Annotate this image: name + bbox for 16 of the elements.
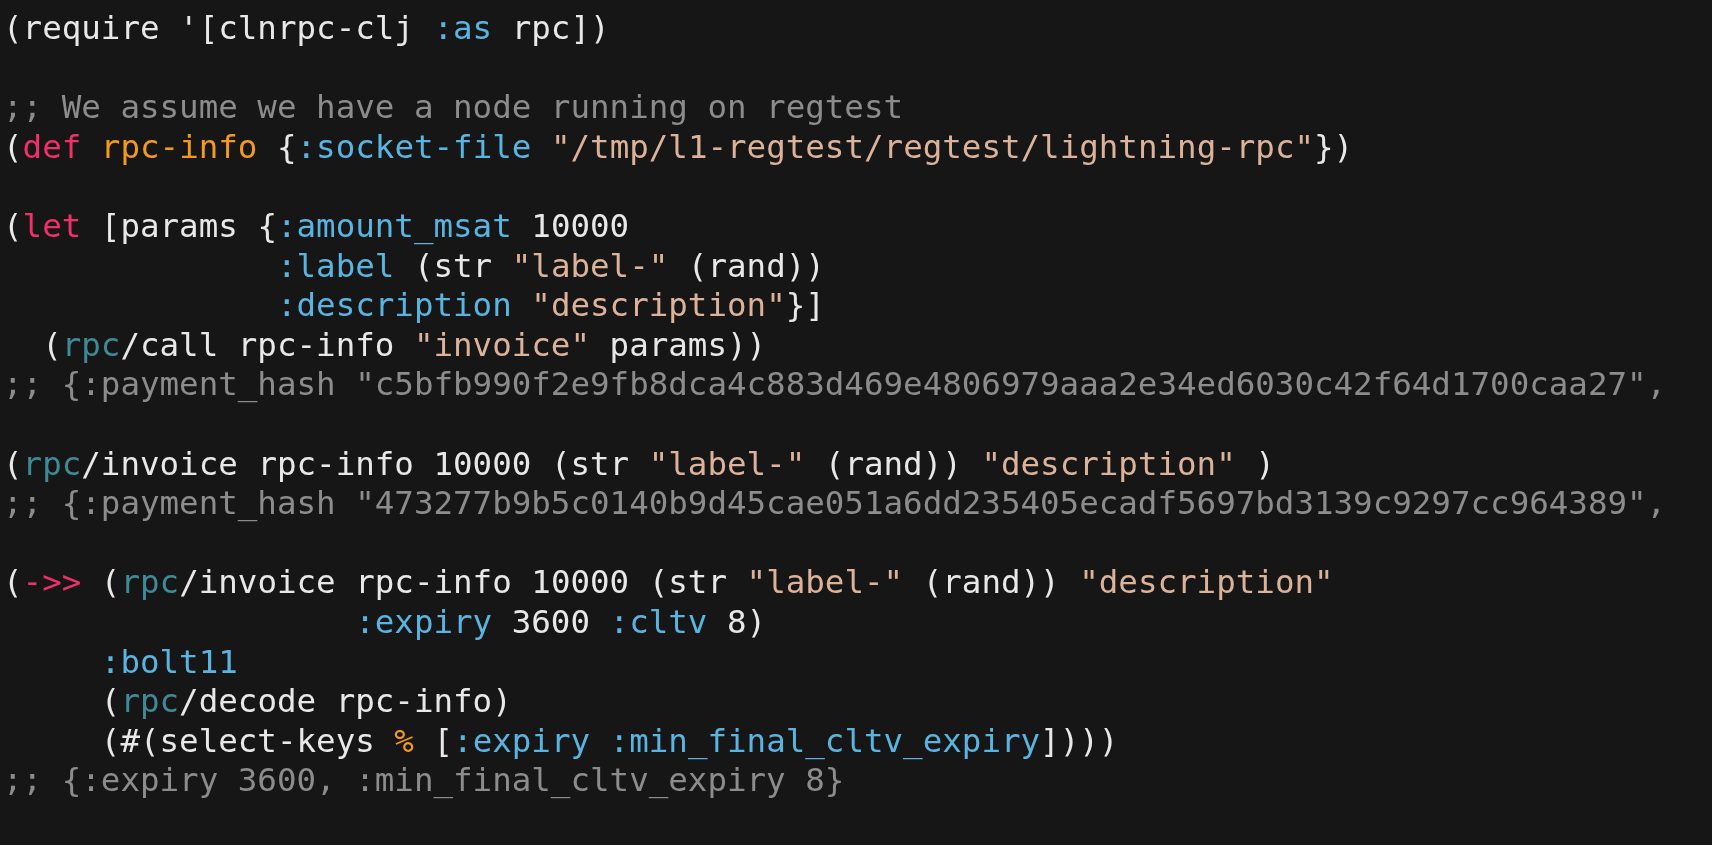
code-comment: ;; {:expiry 3600, :min_final_cltv_expiry 8} <box>3 761 845 800</box>
code-comment: ;; {:payment_hash "473277b9b5c0140b9d45cae051a6dd235405ecadf5697bd3139c9297cc964389", <box>3 484 1667 523</box>
code-line: (rpc/call rpc-info "invoice" params)) <box>41 325 767 364</box>
code-comment: ;; {:payment_hash "c5bfb990f2e9fb8dca4c883d469e4806979aaa2e34ed6030c42f64d1700caa27", <box>3 365 1667 404</box>
code-line: :expiry 3600 :cltv 8) <box>354 603 767 641</box>
code-line: :label (str "label-" (rand)) <box>275 246 825 285</box>
code-line: (->> (rpc/invoice rpc-info 10000 (str "label-" (rand)) "description" <box>3 563 1334 602</box>
code-line: (def rpc-info {:socket-file "/tmp/l1-regtest/regtest/lightning-rpc"}) <box>3 127 1354 166</box>
code-line: (rpc/invoice rpc-info 10000 (str "label-" (rand)) "description" ) <box>3 444 1275 483</box>
code-line: (let [params {:amount_msat 10000 <box>3 207 630 245</box>
code-line: (require '[clnrpc-clj :as rpc]) <box>3 9 610 47</box>
code-line: (#(select-keys % [:expiry :min_final_cltv_expiry]))) <box>99 721 1119 760</box>
code-line: :bolt11 <box>99 642 238 681</box>
code-comment: ;; We assume we have a node running on regtest <box>3 88 904 127</box>
code-line: :description "description"}] <box>275 286 825 325</box>
code-line: (rpc/decode rpc-info) <box>99 682 512 721</box>
